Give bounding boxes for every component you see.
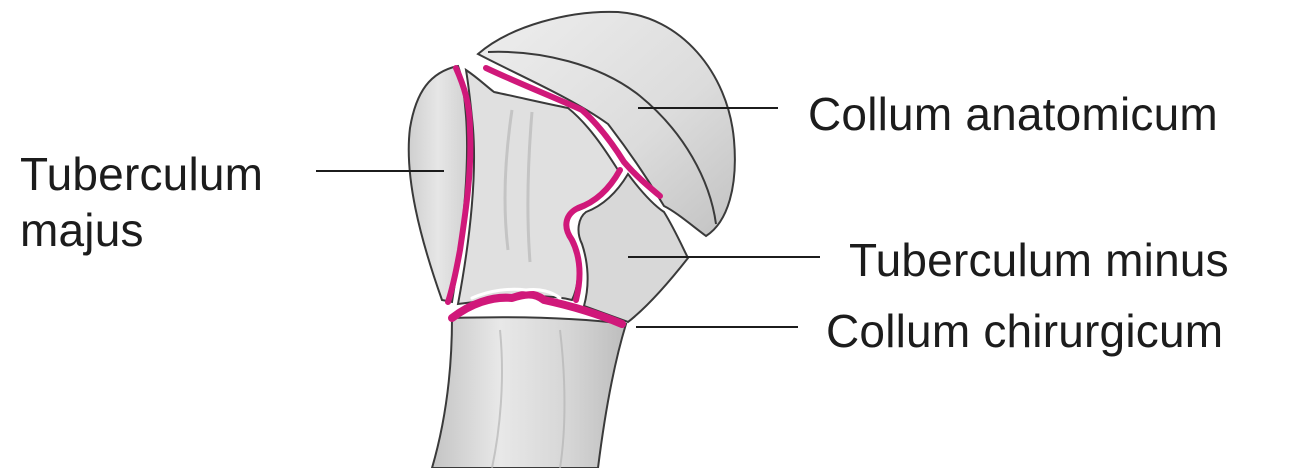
label-tuberculum-majus-line1: Tuberculum — [20, 146, 263, 202]
label-collum-chirurgicum: Collum chirurgicum — [826, 303, 1223, 359]
humeral-shaft — [432, 317, 626, 468]
label-tuberculum-majus-line2: majus — [20, 202, 263, 258]
label-tuberculum-majus: Tuberculum majus — [20, 146, 263, 258]
label-tuberculum-minus: Tuberculum minus — [849, 232, 1229, 288]
label-collum-anatomicum: Collum anatomicum — [808, 86, 1218, 142]
